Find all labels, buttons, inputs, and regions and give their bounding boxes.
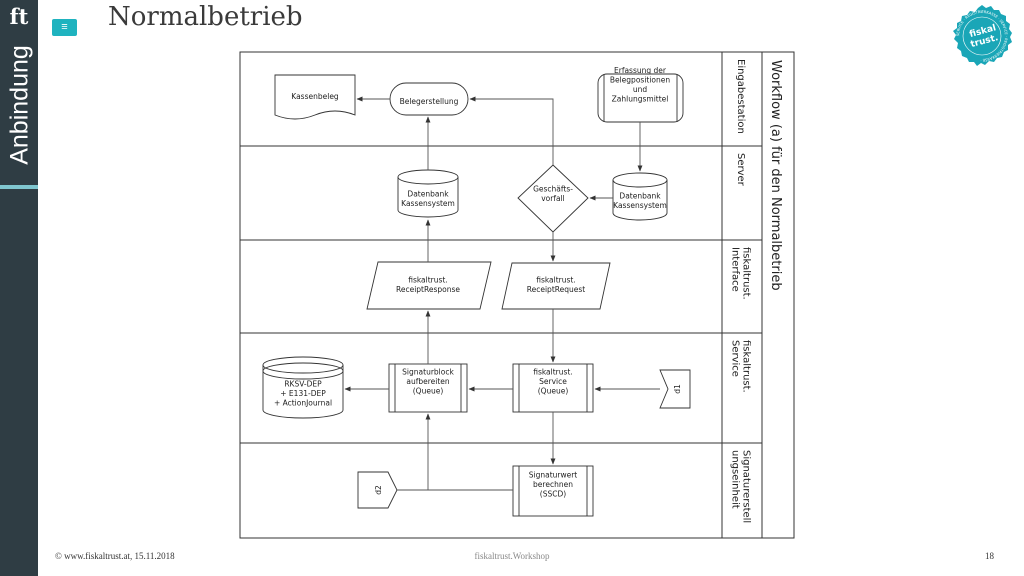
lane-service-label: fiskaltrust. [741, 340, 752, 393]
label-geschaeftsvorfall: Geschäfts-vorfall [533, 184, 573, 203]
lane-interface-label: fiskaltrust. [741, 247, 752, 300]
lane-signaturerstellungseinheit-label: Signaturerstell [741, 450, 752, 523]
lane-interface-label: Interface [730, 247, 741, 292]
fiskaltrust-badge: SERVICE · REGISTRIERKASSE · SERVICE · RE… [953, 5, 1012, 66]
page-title: Normalbetrieb [108, 2, 303, 32]
database-top-right [612, 172, 668, 188]
footer-copyright: © www.fiskaltrust.at, 15.11.2018 [55, 551, 175, 561]
footer-workshop: fiskaltrust.Workshop [474, 551, 550, 561]
process-signaturblock [388, 363, 468, 413]
badge-inner-ring [962, 16, 1002, 56]
database-kassensystem-right [612, 180, 668, 221]
lane-signaturerstellungseinheit-label: ungseinheit [730, 450, 741, 509]
connector-d2 [357, 471, 398, 509]
process-signaturwert [512, 465, 594, 517]
storage-ring [262, 362, 344, 380]
label-kassenbeleg: Kassenbeleg [291, 92, 339, 101]
lane-server-label: Server [735, 153, 746, 187]
badge-seal [953, 5, 1012, 66]
sidebar-logo: ft [9, 4, 29, 29]
data-receipt-response [366, 261, 492, 310]
arrow [469, 96, 554, 165]
label-receipt-request: fiskaltrust.ReceiptRequest [527, 275, 586, 294]
hamburger-icon: ≡ [61, 21, 68, 33]
connector-d1 [659, 369, 691, 409]
lane-service-label: Service [730, 340, 741, 377]
lane-eingabestation-label: Eingabestation [735, 59, 746, 134]
input-erfassung [597, 73, 684, 123]
process-service-queue [512, 363, 594, 413]
database-top-left [397, 169, 459, 185]
page-number: 18 [985, 551, 994, 561]
label-rksv: RKSV-DEP+ E131-DEP+ ActionJournal [274, 380, 332, 408]
storage-top [262, 356, 344, 374]
label-d1: d1 [673, 384, 682, 394]
document-kassenbeleg [274, 74, 356, 120]
data-receipt-request [501, 262, 611, 310]
label-belegerstellung: Belegerstellung [400, 97, 459, 106]
menu-button[interactable]: ≡ [52, 19, 77, 36]
label-service-queue: fiskaltrust.Service(Queue) [533, 368, 573, 396]
label-d2: d2 [374, 485, 383, 495]
sidebar-accent-bar [0, 185, 38, 189]
diagram-frame [239, 51, 795, 539]
sidebar: ft Anbindung [0, 0, 38, 576]
diagram-heading: Workflow (a) für den Normalbetrieb [768, 60, 783, 291]
label-receipt-response: fiskaltrust.ReceiptResponse [396, 275, 460, 294]
database-kassensystem-left [397, 177, 459, 218]
arrow [397, 413, 431, 491]
